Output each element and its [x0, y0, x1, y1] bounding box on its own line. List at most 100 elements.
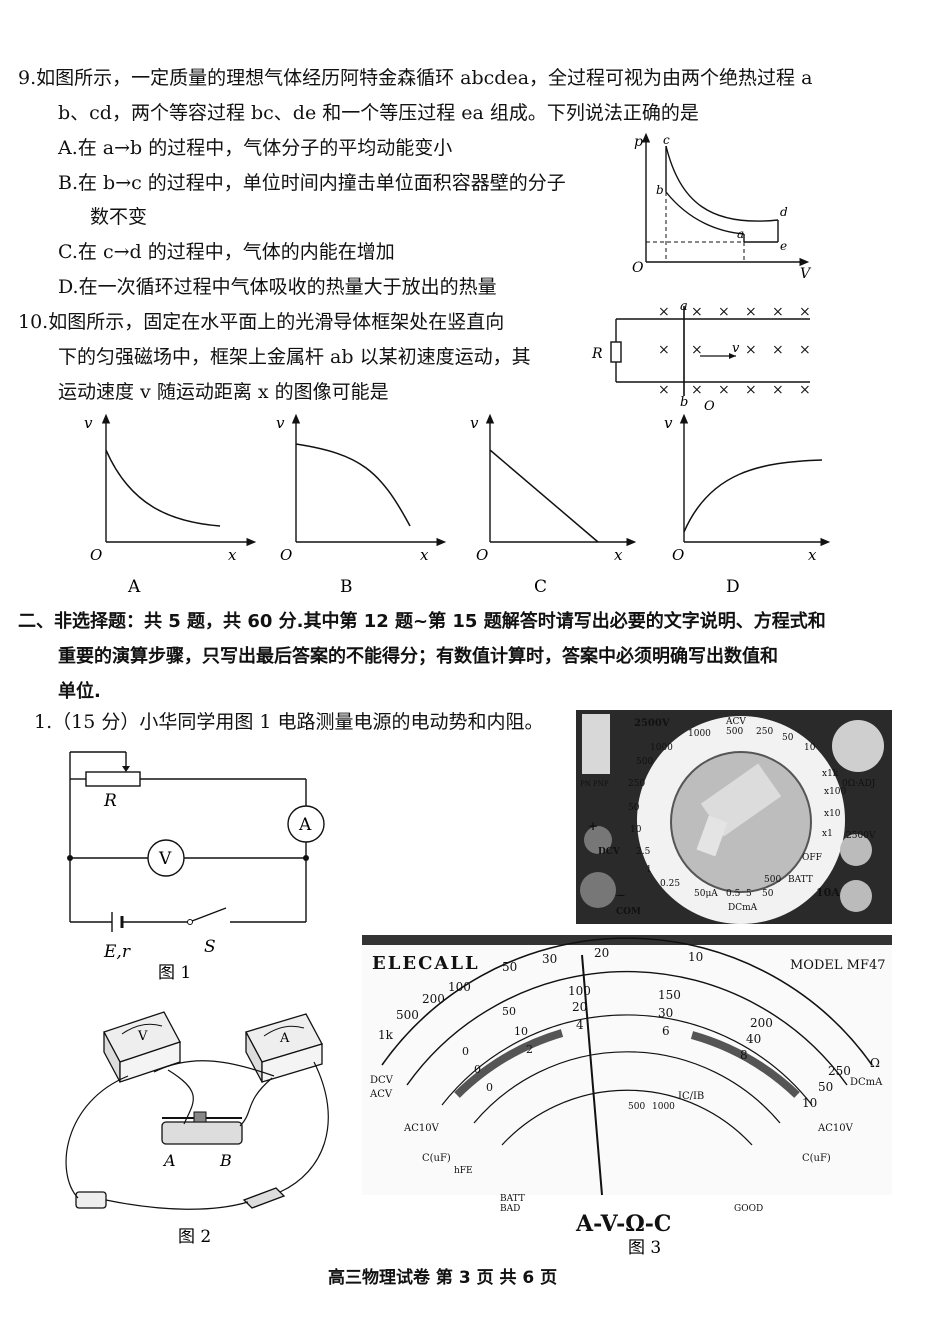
- svg-text:250: 250: [756, 727, 773, 737]
- pv-graph: p V O a b c d e: [632, 132, 812, 282]
- fig3-caption: 图 3: [628, 1238, 661, 1255]
- svg-text:DCmA: DCmA: [728, 903, 758, 913]
- svg-text:50: 50: [502, 1005, 516, 1018]
- pv-point-b: b: [656, 183, 664, 197]
- svg-text:500: 500: [764, 875, 781, 885]
- svg-text:20: 20: [594, 946, 609, 960]
- rail-v-label: v: [732, 341, 740, 356]
- svg-text:O: O: [672, 546, 684, 564]
- field-cross: ×: [658, 382, 670, 398]
- field-cross: ×: [799, 304, 811, 320]
- svg-text:2500V: 2500V: [846, 831, 876, 841]
- q10-stem-line1: 10.如图所示，固定在水平面上的光滑导体框架处在竖直向: [18, 311, 505, 333]
- field-cross: ×: [799, 382, 811, 398]
- svg-text:10: 10: [802, 1096, 817, 1110]
- svg-text:150: 150: [658, 988, 681, 1002]
- svg-text:500: 500: [396, 1008, 419, 1022]
- svg-text:COM: COM: [616, 907, 641, 917]
- field-cross: ×: [772, 342, 784, 358]
- fig1-er-label: E,r: [103, 942, 131, 962]
- rail-b-label: b: [680, 395, 688, 410]
- svg-text:40: 40: [746, 1032, 761, 1046]
- rheostat-a-label: A: [162, 1151, 176, 1170]
- q11-stem: 1.（15 分）小华同学用图 1 电路测量电源的电动势和内阻。: [34, 711, 544, 733]
- graph-a: v x O A: [84, 413, 257, 597]
- option-d-label: D: [726, 577, 740, 597]
- svg-text:0.25: 0.25: [660, 879, 680, 889]
- q10-stem-line3: 运动速度 v 随运动距离 x 的图像可能是: [58, 381, 389, 403]
- field-cross: ×: [718, 382, 730, 398]
- multimeter-selector-photo: 2500V ACV 1000 500 250 50 10 1000 500 25…: [576, 710, 892, 924]
- svg-text:AC10V: AC10V: [403, 1123, 440, 1134]
- option-a-label: A: [127, 577, 141, 597]
- q9-stem-line2: b、cd，两个等容过程 bc、de 和一个等压过程 ea 组成。下列说法正确的是: [58, 102, 699, 124]
- meter-v-label: V: [137, 1029, 148, 1044]
- svg-text:PN PNP: PN PNP: [580, 780, 609, 788]
- svg-text:50: 50: [782, 733, 794, 743]
- q9-option-a: A.在 a→b 的过程中，气体分子的平均动能变小: [58, 137, 453, 159]
- pv-point-d: d: [780, 205, 788, 219]
- svg-text:x1k: x1k: [822, 769, 839, 779]
- field-cross: ×: [745, 382, 757, 398]
- field-cross: ×: [691, 304, 703, 320]
- pv-origin: O: [632, 260, 644, 276]
- q9-stem-line1: 9.如图所示，一定质量的理想气体经历阿特金森循环 abcdea，全过程可视为由两…: [18, 67, 813, 89]
- svg-text:10: 10: [688, 950, 703, 964]
- svg-text:50: 50: [818, 1080, 833, 1094]
- svg-text:v: v: [276, 414, 285, 432]
- svg-text:O: O: [476, 546, 488, 564]
- field-cross: ×: [658, 342, 670, 358]
- svg-text:100: 100: [568, 984, 591, 998]
- field-cross: ×: [772, 304, 784, 320]
- svg-text:+: +: [588, 819, 598, 833]
- svg-text:—: —: [616, 891, 625, 901]
- svg-text:500: 500: [628, 1102, 645, 1112]
- svg-text:O: O: [90, 546, 102, 564]
- svg-text:50: 50: [762, 889, 774, 899]
- svg-text:O: O: [280, 546, 292, 564]
- svg-text:DCmA: DCmA: [850, 1077, 883, 1088]
- svg-text:x: x: [614, 546, 623, 564]
- voltmeter-label: V: [158, 849, 172, 869]
- fig2-caption: 图 2: [178, 1227, 211, 1247]
- svg-text:BAD: BAD: [500, 1204, 520, 1214]
- option-c-label: C: [534, 577, 547, 597]
- rheostat-b-label: B: [219, 1151, 232, 1170]
- multimeter-dial-fig3: ELECALL MODEL MF47 1k 500 200 100 50 30 …: [362, 935, 892, 1255]
- svg-text:x1: x1: [822, 829, 833, 839]
- fig1-caption: 图 1: [158, 963, 191, 983]
- svg-text:0Ω·ADJ: 0Ω·ADJ: [842, 779, 876, 789]
- svg-text:2500V: 2500V: [634, 718, 670, 729]
- svg-text:hFE: hFE: [454, 1166, 473, 1176]
- page-footer: 高三物理试卷 第 3 页 共 6 页: [328, 1268, 558, 1288]
- svg-text:1: 1: [646, 865, 652, 875]
- svg-text:AC10V: AC10V: [817, 1123, 854, 1134]
- graph-b: v x O B: [276, 413, 447, 597]
- field-cross: ×: [799, 342, 811, 358]
- apparatus-fig2: V A A B 图 2: [65, 1011, 329, 1247]
- svg-text:2.5: 2.5: [636, 847, 651, 857]
- vx-graphs: v x O A v x O B v x O C v x O D: [84, 413, 831, 597]
- svg-text:IC/IB: IC/IB: [678, 1091, 704, 1102]
- rail-r-label: R: [591, 346, 603, 362]
- svg-text:BATT: BATT: [788, 875, 813, 885]
- svg-text:ACV: ACV: [369, 1089, 393, 1100]
- meter-a-label: A: [279, 1031, 290, 1046]
- svg-text:v: v: [470, 414, 479, 432]
- graph-c: v x O C: [470, 413, 637, 597]
- svg-text:8: 8: [740, 1048, 748, 1062]
- svg-text:250: 250: [628, 779, 645, 789]
- svg-text:50: 50: [502, 960, 517, 974]
- svg-text:500: 500: [636, 757, 653, 767]
- option-b-label: B: [340, 577, 353, 597]
- field-cross: ×: [691, 342, 703, 358]
- svg-text:30: 30: [658, 1006, 673, 1020]
- svg-text:0: 0: [474, 1063, 481, 1076]
- svg-text:200: 200: [750, 1016, 773, 1030]
- q9-option-d: D.在一次循环过程中气体吸收的热量大于放出的热量: [58, 276, 497, 298]
- field-cross: ×: [718, 304, 730, 320]
- svg-text:x: x: [420, 546, 429, 564]
- section2-line1: 二、非选择题：共 5 题，共 60 分.其中第 12 题~第 15 题解答时请写…: [18, 611, 826, 632]
- svg-text:C(uF): C(uF): [802, 1153, 831, 1164]
- svg-text:6: 6: [662, 1024, 670, 1038]
